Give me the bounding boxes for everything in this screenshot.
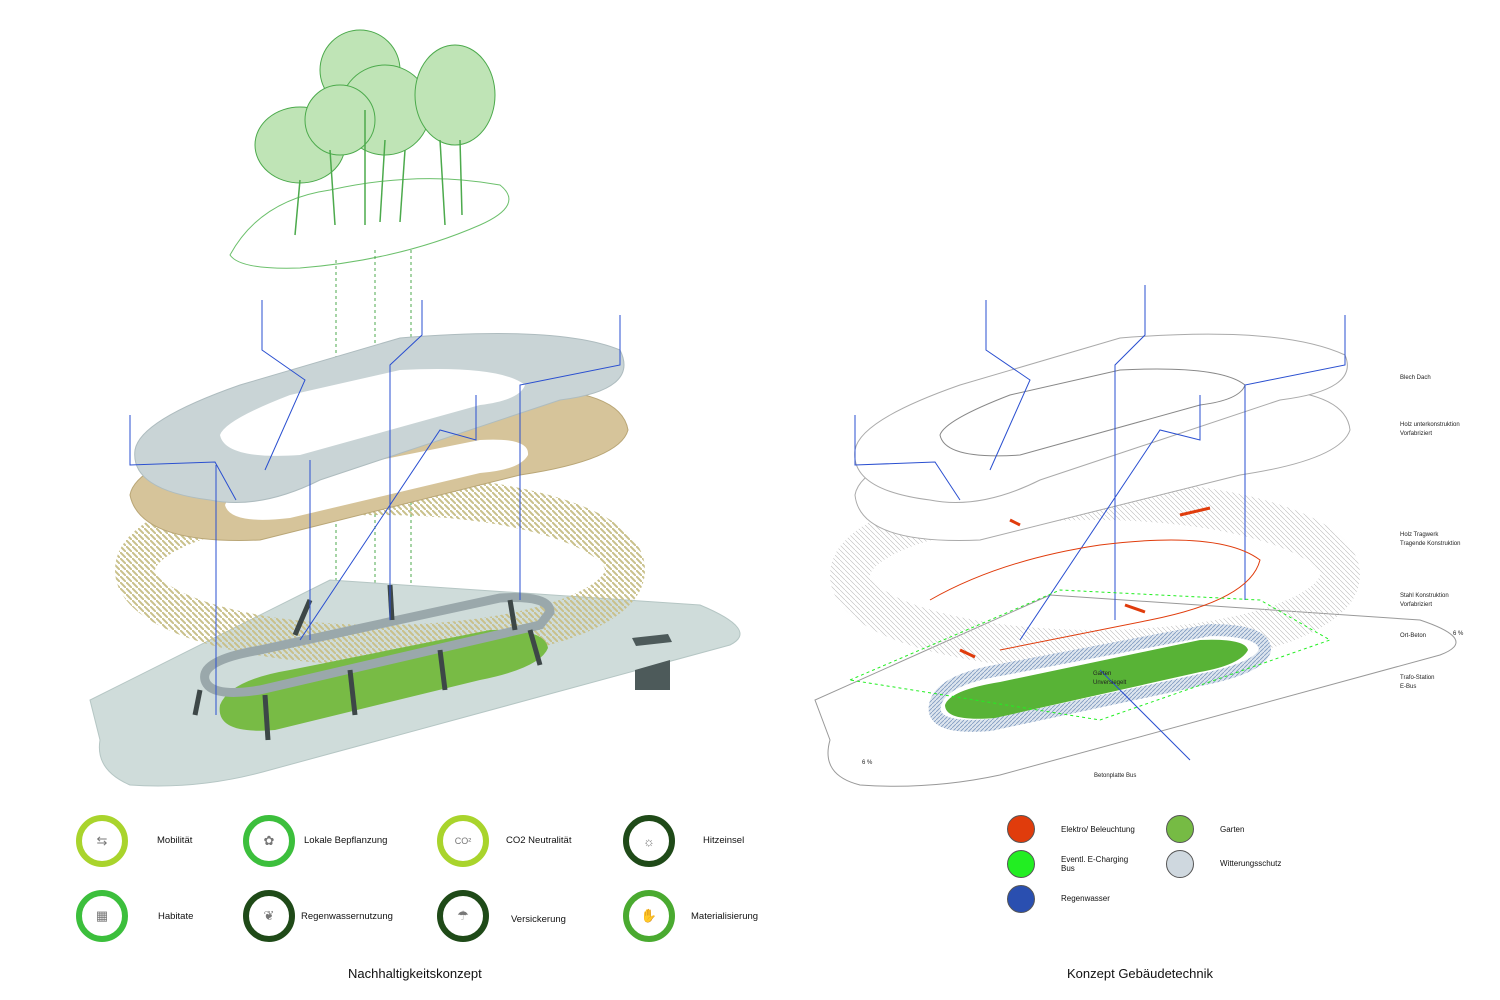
co2-cloud-icon: CO² xyxy=(437,815,489,867)
legend-label: Lokale Bepflanzung xyxy=(304,835,388,846)
legend-label: Garten xyxy=(1220,825,1245,834)
legend-swatch-weather-protection xyxy=(1166,850,1194,878)
legend-label: Witterungsschutz xyxy=(1220,859,1282,868)
label-steel-structure: Stahl Konstruktion Vorfabriziert xyxy=(1400,593,1449,608)
legend-label: Versickerung xyxy=(511,914,566,925)
label-garden: Garten Unversiegelt xyxy=(1093,671,1127,686)
tree-cluster xyxy=(229,29,510,640)
label-slope-right: 6 % xyxy=(1453,631,1464,637)
label-trafo: Trafo-Station E-Bus xyxy=(1400,675,1435,690)
mobility-icon: ⇆ xyxy=(76,815,128,867)
legend-swatch-garden xyxy=(1166,815,1194,843)
habitat-icon: ▦ xyxy=(76,890,128,942)
legend-swatch-rainwater xyxy=(1007,885,1035,913)
label-concrete: Ort-Beton xyxy=(1400,633,1427,639)
legend-label: Eventl. E-Charging Bus xyxy=(1061,855,1129,873)
legend-label: Habitate xyxy=(158,911,194,922)
right-diagram-title: Konzept Gebäudetechnik xyxy=(1067,966,1213,981)
rainwater-icon: ❦ xyxy=(243,890,295,942)
label-roof: Blech Dach xyxy=(1400,375,1431,381)
legend-swatch-electric xyxy=(1007,815,1035,843)
legend-label: Materialisierung xyxy=(691,911,759,922)
legend-label: CO2 Neutralität xyxy=(506,835,572,846)
label-substructure: Holz unterkonstruktion Vorfabriziert xyxy=(1400,422,1460,437)
legend-label: Regenwasser xyxy=(1061,894,1110,903)
legend-label: Hitzeinsel xyxy=(703,835,745,846)
garden-green xyxy=(219,629,548,731)
building-services-diagram xyxy=(814,285,1457,787)
legend-label: Regenwassernutzung xyxy=(301,911,393,922)
legend-label: Elektro/ Beleuchtung xyxy=(1061,825,1135,834)
left-diagram-title: Nachhaltigkeitskonzept xyxy=(348,966,482,981)
label-slope-left: 6 % xyxy=(862,760,873,766)
label-timber-structure: Holz Tragwerk Tragende Konstruktion xyxy=(1400,532,1461,547)
legend-swatch-charging xyxy=(1007,850,1035,878)
handshake-icon: ✋ xyxy=(623,890,675,942)
infiltration-icon: ☂ xyxy=(437,890,489,942)
label-slab: Betonplatte Bus xyxy=(1094,773,1137,779)
plant-icon: ✿ xyxy=(243,815,295,867)
heat-island-icon: ☼ xyxy=(623,815,675,867)
legend-label: Mobilität xyxy=(157,835,193,846)
